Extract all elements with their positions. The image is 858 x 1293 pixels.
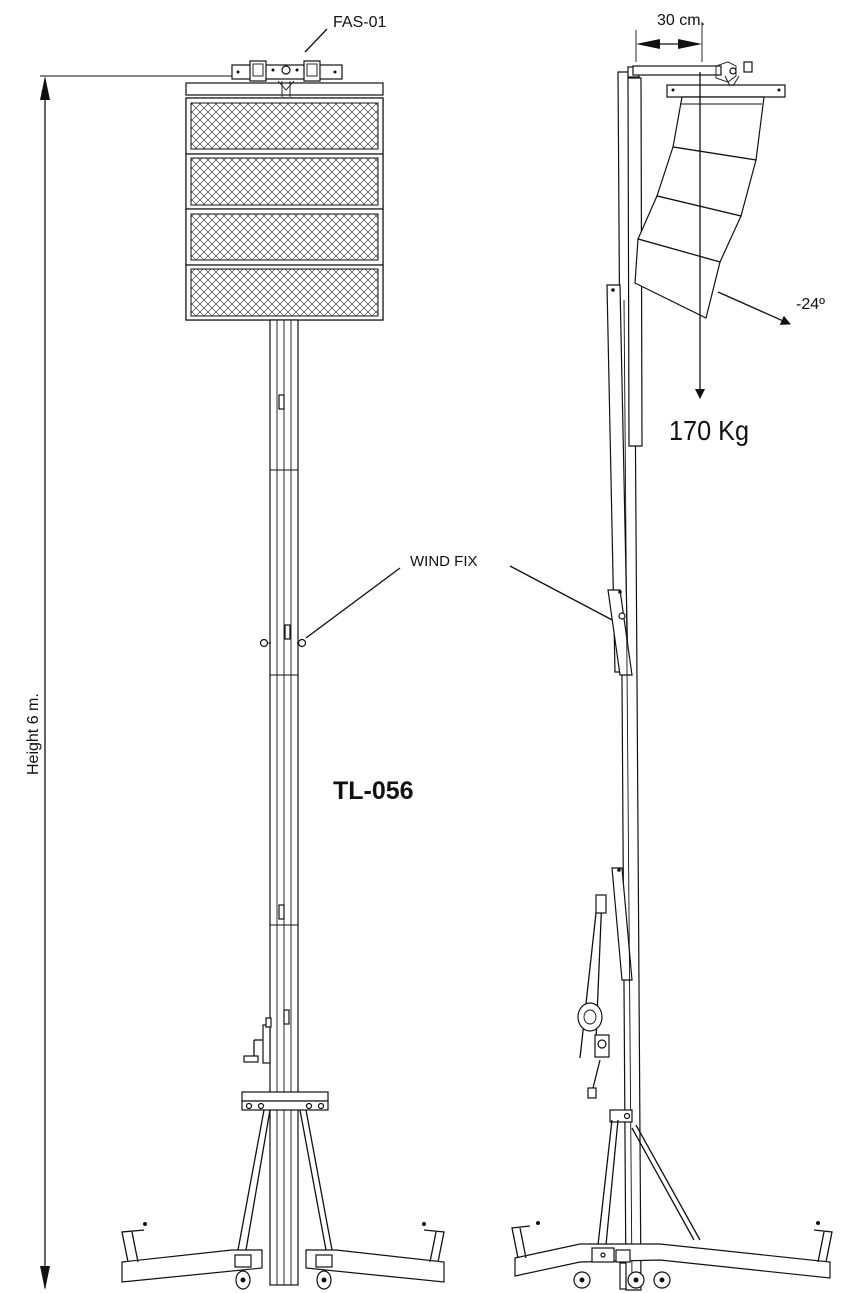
side-view: 30 cm.: [511, 12, 833, 1291]
front-legs: [121, 1109, 445, 1290]
weight-label: 170 Kg: [669, 415, 749, 446]
speaker-stack-side: [634, 96, 765, 319]
height-label: Height 6 m.: [25, 693, 42, 775]
fas-01-label: FAS-01: [333, 14, 386, 31]
front-outrigger-bracket: [241, 1091, 329, 1111]
wind-fix-label: WIND FIX: [410, 553, 478, 570]
speaker-stack-front: [185, 97, 384, 321]
front-mast: [259, 319, 307, 1286]
side-mast: [606, 66, 643, 1291]
side-winch: [577, 894, 610, 1099]
angle-label: -24º: [796, 296, 825, 313]
model-label: TL-056: [333, 777, 414, 805]
front-view: Height 6 m. FAS-01: [25, 14, 445, 1290]
side-cantilever: [632, 61, 786, 98]
front-winch: [243, 1017, 272, 1064]
wind-fix-callout: WIND FIX: [305, 553, 617, 639]
fas-01-bracket: [185, 60, 384, 97]
offset-dimension: [635, 22, 703, 62]
offset-label: 30 cm.: [657, 12, 705, 29]
side-base: [511, 1109, 833, 1290]
